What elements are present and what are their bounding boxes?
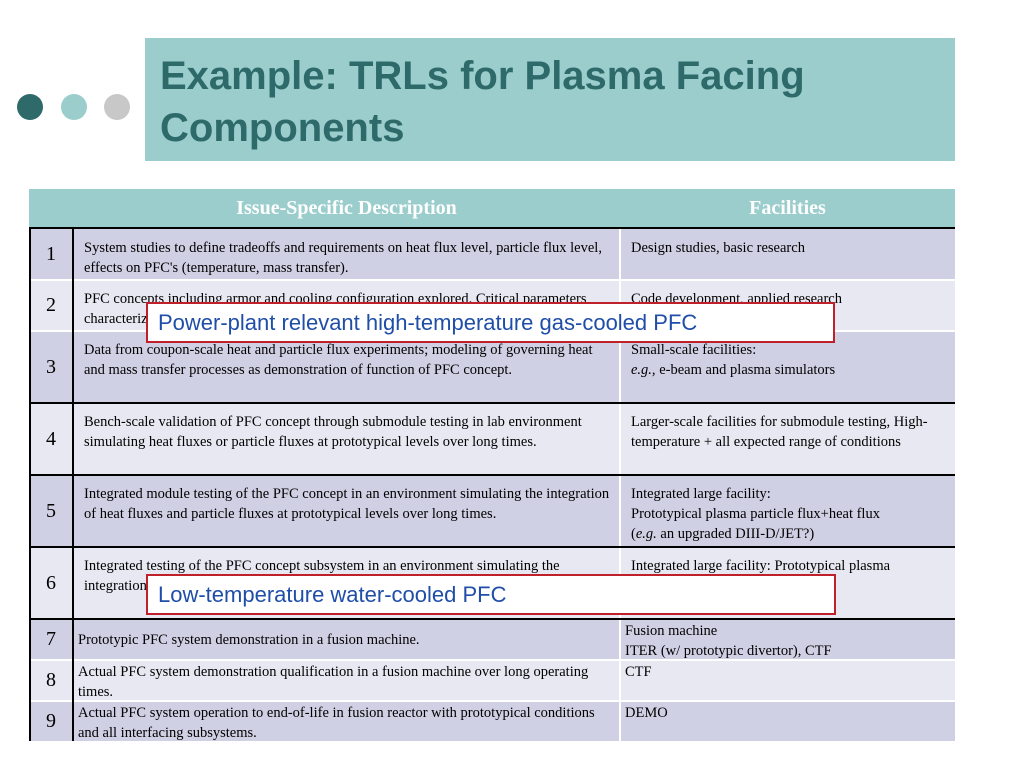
facilities-text: ( xyxy=(631,526,636,542)
trl-number: 3 xyxy=(46,355,56,378)
trl-number: 4 xyxy=(46,427,56,450)
header-facilities: Facilities xyxy=(620,189,955,227)
title-banner: Example: TRLs for Plasma Facing Componen… xyxy=(145,38,955,161)
decor-dot-gray xyxy=(104,94,130,120)
header-num xyxy=(29,189,73,227)
decor-dot-teal xyxy=(61,94,87,120)
eg-italic: e.g. xyxy=(635,526,657,542)
decor-dot-dark xyxy=(17,94,43,120)
eg-italic: e.g., xyxy=(631,362,656,378)
trl-facilities: DEMO xyxy=(625,705,668,721)
facilities-line: Integrated large facility: xyxy=(631,486,771,502)
trl-facilities: Integrated large facility: Prototypical … xyxy=(621,479,955,544)
trl-facilities: Fusion machine ITER (w/ prototypic diver… xyxy=(621,620,955,661)
trl-facilities: Integrated large facility: Prototypical … xyxy=(631,558,891,574)
trl-number: 6 xyxy=(46,571,56,594)
facilities-line: Prototypical plasma particle flux+heat f… xyxy=(631,506,880,522)
trl-number: 7 xyxy=(46,628,56,650)
slide-title: Example: TRLs for Plasma Facing Componen… xyxy=(160,54,805,150)
facilities-line: Small-scale facilities: xyxy=(631,342,757,358)
facilities-line: ITER (w/ prototypic divertor), CTF xyxy=(625,643,832,659)
trl-description: Bench-scale validation of PFC concept th… xyxy=(84,414,582,450)
trl-description: Prototypic PFC system demonstration in a… xyxy=(78,632,420,648)
trl-facilities: CTF xyxy=(625,664,652,680)
facilities-line: e.g., e-beam and plasma simulators xyxy=(631,360,945,380)
trl-description: Data from coupon-scale heat and particle… xyxy=(84,342,593,378)
trl-description: Actual PFC system operation to end-of-li… xyxy=(78,705,595,741)
trl-number: 5 xyxy=(46,499,56,522)
trl-description: Integrated module testing of the PFC con… xyxy=(84,486,610,522)
trl-facilities: Small-scale facilities: e.g., e-beam and… xyxy=(621,335,955,380)
facilities-text: an upgraded DIII-D/JET?) xyxy=(656,526,815,542)
water-cooled-callout: Low-temperature water-cooled PFC xyxy=(146,574,836,615)
trl-description: System studies to define tradeoffs and r… xyxy=(84,240,602,276)
trl-description: Actual PFC system demonstration qualific… xyxy=(78,664,589,700)
gas-cooled-callout: Power-plant relevant high-temperature ga… xyxy=(146,302,835,343)
table-background xyxy=(29,189,955,741)
facilities-text: e-beam and plasma simulators xyxy=(655,362,836,378)
trl-number: 2 xyxy=(46,294,56,316)
trl-facilities: Design studies, basic research xyxy=(631,240,805,256)
trl-facilities: Larger-scale facilities for submodule te… xyxy=(631,414,928,450)
trl-number: 9 xyxy=(46,709,56,732)
facilities-line: (e.g. an upgraded DIII-D/JET?) xyxy=(631,524,945,544)
facilities-line: Fusion machine xyxy=(625,623,718,639)
trl-number: 8 xyxy=(46,669,56,691)
trl-number: 1 xyxy=(46,243,56,265)
header-description: Issue-Specific Description xyxy=(73,189,620,227)
